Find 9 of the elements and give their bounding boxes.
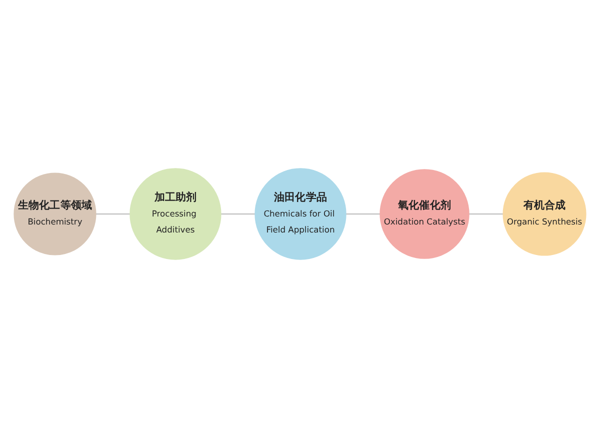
connector — [220, 213, 256, 215]
node-circle: 生物化工等领域 Biochemistry — [14, 172, 96, 256]
node-circle: 有机合成 Organic Synthesis — [502, 172, 586, 256]
node-circle: 氧化催化剂 Oxidation Catalysts — [380, 169, 470, 259]
connector — [96, 213, 130, 215]
connector — [469, 213, 504, 215]
node-circle: 油田化学品 Chemicals for Oil Field Application — [254, 168, 346, 260]
node-circle: 加工助剂 Processing Additives — [130, 168, 222, 260]
connector — [346, 213, 380, 215]
